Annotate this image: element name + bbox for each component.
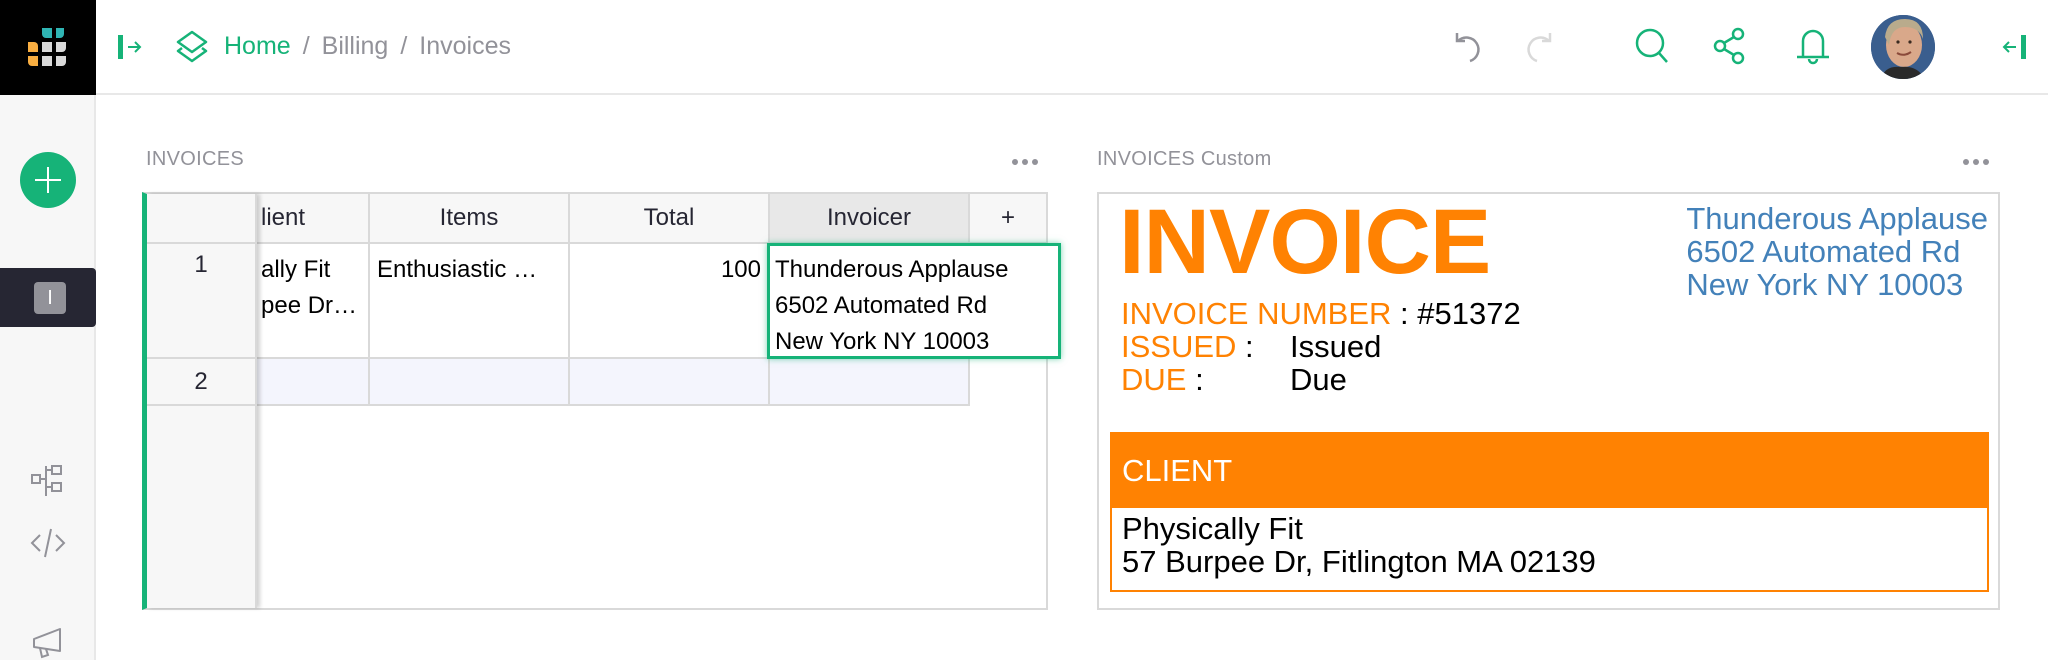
share-icon[interactable]	[1712, 27, 1748, 65]
bell-icon[interactable]	[1795, 27, 1831, 65]
megaphone-icon[interactable]	[30, 625, 66, 661]
custom-panel-title: INVOICES Custom	[1097, 148, 1272, 170]
breadcrumb-home[interactable]: Home	[224, 31, 291, 60]
breadcrumb-separator: /	[400, 31, 408, 60]
page-initial-icon: I	[34, 282, 66, 314]
due-separator: :	[1186, 362, 1213, 397]
new-row-cell-invoicer[interactable]	[770, 359, 970, 406]
row-number[interactable]: 1	[147, 244, 255, 359]
panel-expand-icon[interactable]	[116, 33, 144, 61]
issued-row: ISSUED : Issued	[1121, 330, 1521, 363]
layers-icon	[176, 30, 208, 63]
active-cell-invoicer[interactable]: Thunderous Applause 6502 Automated Rd Ne…	[767, 243, 1061, 359]
row-number-column: 1 2	[147, 194, 257, 608]
cell-total[interactable]: 100	[570, 244, 770, 359]
logo-icon	[28, 28, 66, 66]
breadcrumb-invoices: Invoices	[419, 31, 512, 60]
top-bar: Home / Billing / Invoices	[0, 0, 2048, 95]
client-heading: CLIENT	[1112, 434, 1987, 508]
issued-separator: :	[1236, 329, 1263, 364]
due-label: DUE	[1121, 362, 1187, 397]
undo-icon[interactable]	[1453, 27, 1489, 65]
column-header-items[interactable]: Items	[370, 194, 570, 244]
redo-icon[interactable]	[1518, 27, 1554, 65]
row-number[interactable]: 2	[147, 359, 255, 406]
grid-panel-title: INVOICES	[146, 148, 244, 170]
left-sidebar: I	[0, 95, 96, 660]
column-header-client[interactable]: lient	[257, 194, 370, 244]
breadcrumb-billing[interactable]: Billing	[321, 31, 389, 60]
avatar-photo	[1871, 15, 1935, 79]
row-number-header[interactable]	[147, 194, 255, 244]
breadcrumb-separator: /	[302, 31, 310, 60]
sidebar-page-invoices[interactable]: I	[0, 268, 96, 327]
column-header-total[interactable]: Total	[570, 194, 770, 244]
due-row: DUE : Due	[1121, 363, 1521, 396]
invoice-heading: INVOICE	[1119, 192, 1491, 293]
invoice-number-value: : #51372	[1391, 296, 1521, 331]
invoices-grid: 1 2 lient Items Total Invoicer + ally Fi…	[142, 192, 1061, 610]
cell-items[interactable]: Enthusiastic …	[370, 244, 570, 359]
invoice-meta: INVOICE NUMBER : #51372 ISSUED : Issued …	[1121, 297, 1521, 396]
invoice-number-row: INVOICE NUMBER : #51372	[1121, 297, 1521, 330]
due-value: Due	[1290, 362, 1347, 397]
user-avatar[interactable]	[1871, 15, 1935, 79]
custom-panel-menu-button[interactable]	[1963, 158, 1989, 166]
issued-value: Issued	[1290, 329, 1382, 364]
add-column-button[interactable]: +	[970, 194, 1046, 244]
panel-collapse-icon[interactable]	[2000, 33, 2028, 61]
cell-client[interactable]: ally Fit pee Dr…	[257, 244, 370, 359]
column-header-invoicer[interactable]: Invoicer	[770, 194, 970, 244]
new-row-cell-client[interactable]	[257, 359, 370, 406]
widget-tree-icon[interactable]	[30, 462, 66, 498]
client-details: Physically Fit 57 Burpee Dr, Fitlington …	[1122, 511, 1596, 579]
invoice-number-label: INVOICE NUMBER	[1121, 296, 1392, 331]
app-logo[interactable]	[0, 0, 96, 95]
grid-panel-menu-button[interactable]	[1012, 158, 1038, 166]
code-icon[interactable]	[30, 525, 66, 561]
client-section: CLIENT Physically Fit 57 Burpee Dr, Fitl…	[1110, 432, 1989, 592]
search-icon[interactable]	[1634, 27, 1670, 65]
new-row-cell-items[interactable]	[370, 359, 570, 406]
invoice-custom-widget: INVOICE INVOICE NUMBER : #51372 ISSUED :…	[1097, 192, 2000, 610]
invoicer-address: Thunderous Applause 6502 Automated Rd Ne…	[1686, 201, 1988, 302]
breadcrumb: Home / Billing / Invoices	[174, 26, 511, 66]
add-new-button[interactable]	[20, 152, 76, 208]
new-row-cell-total[interactable]	[570, 359, 770, 406]
issued-label: ISSUED	[1121, 329, 1237, 364]
